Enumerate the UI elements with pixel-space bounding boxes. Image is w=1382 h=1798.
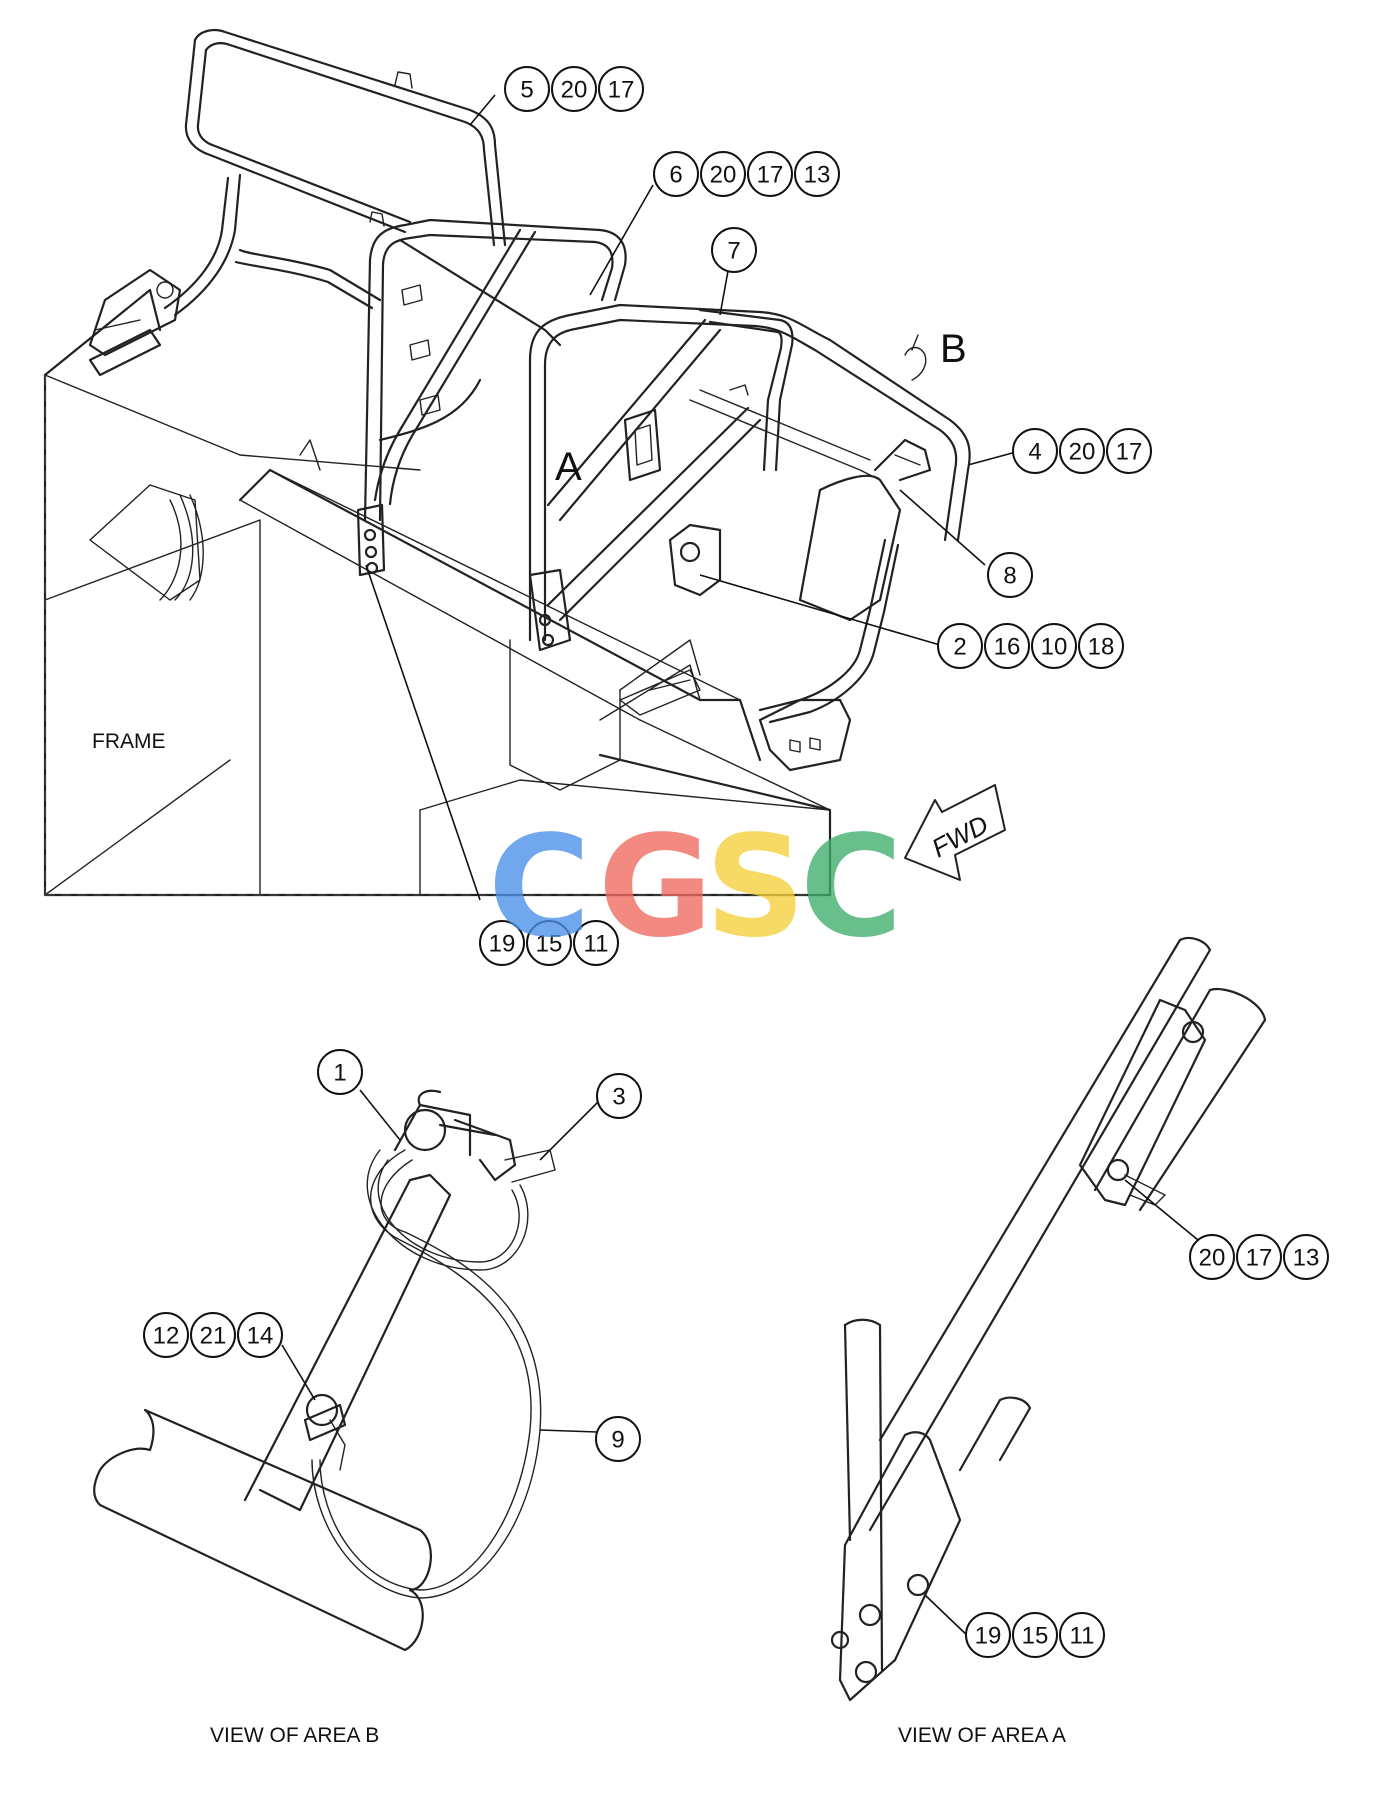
- view-of-area-b: VIEW OF AREA B: [93, 1089, 601, 1747]
- callout-viewa-top-17: 17: [1236, 1234, 1282, 1280]
- callout-number: 19: [975, 1623, 1002, 1650]
- callout-number: 3: [612, 1084, 625, 1111]
- callout-center-top-13: 13: [794, 151, 840, 197]
- callout-center-top-17: 17: [747, 151, 793, 197]
- callout-right-upper-20: 20: [1059, 428, 1105, 474]
- view-b-caption: VIEW OF AREA B: [210, 1724, 379, 1747]
- callout-viewb-1-1: 1: [317, 1049, 363, 1095]
- callout-bottom-main-11: 11: [573, 920, 619, 966]
- callout-right-mid-8: 8: [987, 552, 1033, 598]
- callout-number: 18: [1088, 634, 1115, 661]
- callout-right-lower-16: 16: [984, 623, 1030, 669]
- callout-right-upper-17: 17: [1106, 428, 1152, 474]
- callout-number: 10: [1041, 634, 1068, 661]
- callout-number: 15: [1022, 1623, 1049, 1650]
- callout-viewa-bottom-19: 19: [965, 1612, 1011, 1658]
- callout-bottom-main-19: 19: [479, 920, 525, 966]
- callout-number: 6: [669, 162, 682, 189]
- callout-right-lower-2: 2: [937, 623, 983, 669]
- callout-viewb-left-21: 21: [190, 1312, 236, 1358]
- forward-direction-arrow: FWD: [904, 784, 1006, 881]
- callout-top-left-5: 5: [504, 66, 550, 112]
- callout-center-top-6: 6: [653, 151, 699, 197]
- callout-viewa-top-13: 13: [1283, 1234, 1329, 1280]
- callout-viewb-left-14: 14: [237, 1312, 283, 1358]
- callout-number: 12: [153, 1323, 180, 1350]
- callout-number: 13: [804, 162, 831, 189]
- watermark-letter: C: [488, 806, 591, 969]
- watermark-letter: G: [598, 806, 713, 969]
- callout-number: 11: [584, 931, 609, 958]
- callout-number: 20: [710, 162, 737, 189]
- watermark-letter: S: [705, 806, 806, 969]
- callout-top-left-20: 20: [551, 66, 597, 112]
- view-a-caption: VIEW OF AREA A: [898, 1724, 1066, 1747]
- area-a-label: A: [555, 445, 582, 489]
- callout-right-upper-4: 4: [1012, 428, 1058, 474]
- callout-number: 21: [200, 1323, 227, 1350]
- callout-number: 19: [489, 931, 516, 958]
- callout-number: 2: [953, 634, 966, 661]
- callout-number: 20: [1069, 439, 1096, 466]
- callout-number: 5: [520, 77, 533, 104]
- side-rail-loop: [528, 303, 971, 772]
- callout-number: 15: [536, 931, 563, 958]
- frame-body: [43, 268, 832, 897]
- callout-number: 14: [247, 1323, 274, 1350]
- rear-rail-loop: [88, 29, 507, 377]
- watermark-letter: C: [800, 806, 903, 969]
- callout-number: 13: [1293, 1245, 1320, 1272]
- callout-number: 20: [561, 77, 588, 104]
- callout-top-left-17: 17: [598, 66, 644, 112]
- callout-number: 17: [757, 162, 784, 189]
- front-rail-loop: [356, 218, 627, 577]
- frame-label: FRAME: [92, 730, 166, 753]
- callout-number: 17: [1246, 1245, 1273, 1272]
- callout-number: 17: [608, 77, 635, 104]
- callout-viewb-9-9: 9: [595, 1416, 641, 1462]
- callout-viewa-bottom-11: 11: [1059, 1612, 1105, 1658]
- callout-number: 1: [333, 1060, 346, 1087]
- callout-number: 17: [1116, 439, 1143, 466]
- area-b-label: B: [940, 327, 967, 371]
- callout-number: 8: [1003, 563, 1016, 590]
- callout-right-lower-10: 10: [1031, 623, 1077, 669]
- view-of-area-a: VIEW OF AREA A: [830, 936, 1267, 1747]
- callout-viewb-3-3: 3: [596, 1073, 642, 1119]
- callout-bottom-main-15: 15: [526, 920, 572, 966]
- callout-viewa-top-20: 20: [1189, 1234, 1235, 1280]
- callout-center-7: 7: [711, 227, 757, 273]
- callout-viewa-bottom-15: 15: [1012, 1612, 1058, 1658]
- callout-right-lower-18: 18: [1078, 623, 1124, 669]
- callout-center-top-20: 20: [700, 151, 746, 197]
- callout-number: 4: [1028, 439, 1041, 466]
- callout-number: 20: [1199, 1245, 1226, 1272]
- main-assembly-view: FWD FRAME A B: [43, 29, 1017, 901]
- callout-number: 11: [1070, 1623, 1095, 1650]
- callout-number: 16: [994, 634, 1021, 661]
- main-view-leaders: [365, 94, 1017, 901]
- callout-number: 7: [727, 238, 740, 265]
- callout-viewb-left-12: 12: [143, 1312, 189, 1358]
- callout-number: 9: [611, 1427, 624, 1454]
